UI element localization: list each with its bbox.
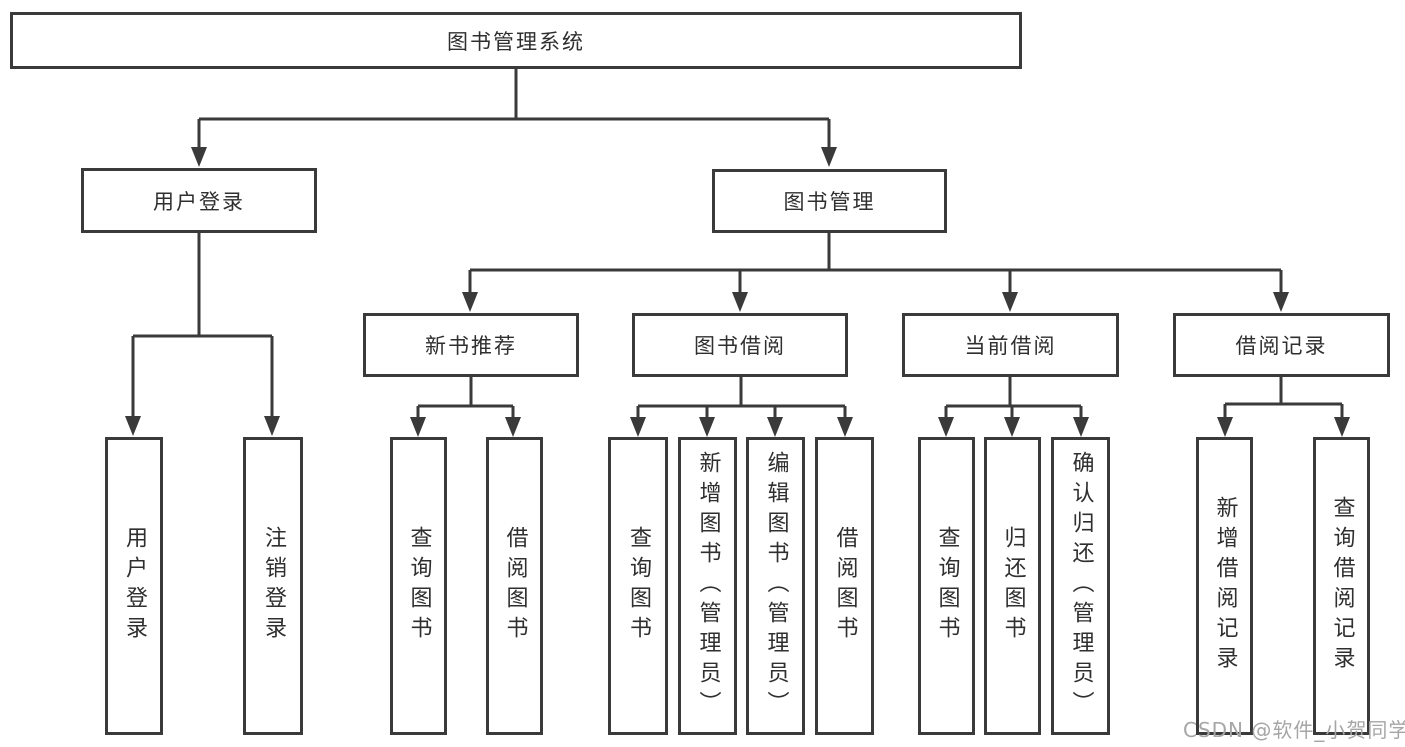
node-leaf-query-books-borrow: 查询图书	[608, 437, 668, 735]
csdn-watermark: CSDN @软件_小贺同学	[1183, 718, 1405, 742]
connector-borrow-records-children	[1223, 377, 1344, 419]
node-leaf-edit-books-admin: 编辑图书（管理员）	[746, 437, 805, 735]
node-leaf-borrow-books: 借阅图书	[815, 437, 874, 735]
connector-current-borrow-children	[944, 377, 1083, 419]
node-current-borrow: 当前借阅	[902, 313, 1119, 377]
node-leaf-add-borrow-record: 新增借阅记录	[1196, 437, 1253, 735]
node-leaf-return-books: 归还图书	[984, 437, 1041, 735]
node-leaf-logout: 注销登录	[243, 437, 303, 735]
connector-book-borrow-children	[636, 377, 847, 419]
connector-user-login-children	[131, 233, 274, 418]
connector-root-to-level2	[197, 69, 831, 149]
node-book-borrow: 图书借阅	[632, 313, 848, 377]
connector-new-book-children	[416, 377, 515, 419]
node-leaf-borrow-books-recommend: 借阅图书	[486, 437, 543, 735]
connector-book-management-sections	[468, 233, 1283, 294]
node-leaf-query-books-current: 查询图书	[918, 437, 975, 735]
node-user-login: 用户登录	[81, 168, 317, 233]
node-leaf-add-books-admin: 新增图书（管理员）	[678, 437, 737, 735]
node-new-book-recommend: 新书推荐	[363, 313, 579, 377]
node-leaf-confirm-return-admin: 确认归还（管理员）	[1051, 437, 1110, 735]
node-borrow-records: 借阅记录	[1173, 313, 1390, 377]
node-leaf-query-borrow-record: 查询借阅记录	[1313, 437, 1370, 735]
node-root: 图书管理系统	[10, 12, 1022, 69]
node-book-management: 图书管理	[712, 169, 947, 233]
node-leaf-query-books-recommend: 查询图书	[390, 437, 447, 735]
node-leaf-user-login: 用户登录	[105, 437, 163, 735]
